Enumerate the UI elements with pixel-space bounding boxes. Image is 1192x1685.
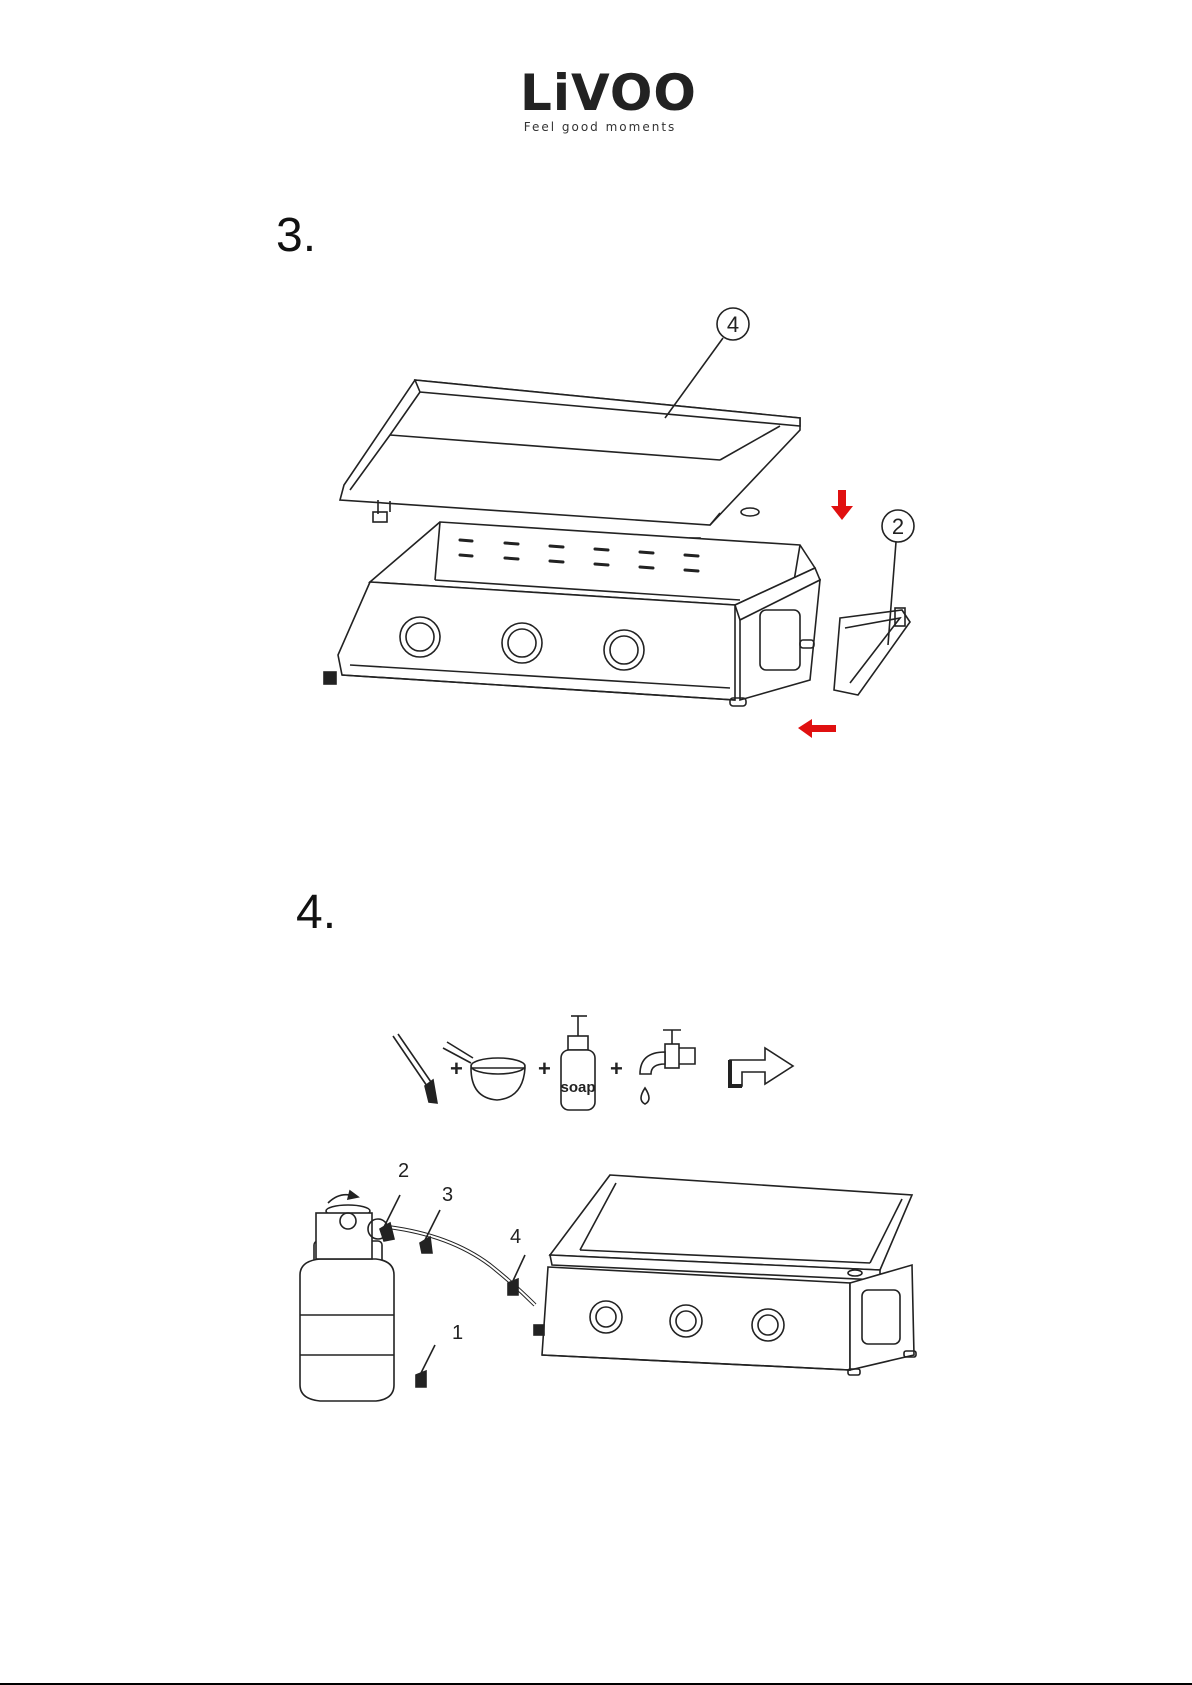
grill-body xyxy=(324,522,820,706)
arrow-left-icon xyxy=(798,719,836,738)
logo-tagline: Feel good moments xyxy=(520,120,680,134)
faucet-icon xyxy=(640,1030,695,1104)
svg-text:2: 2 xyxy=(892,514,904,539)
leak-test-supplies: + + soap + xyxy=(385,1008,805,1118)
callout-3: 3 xyxy=(442,1184,453,1206)
brush-icon xyxy=(508,1255,525,1295)
brush-icon xyxy=(393,1034,437,1103)
step-4-leak-test-figure: 2 3 4 1 xyxy=(280,1155,920,1405)
soap-bottle-icon: soap xyxy=(560,1016,595,1110)
grease-tray xyxy=(834,608,910,695)
callout-1: 1 xyxy=(452,1322,463,1344)
svg-text:4: 4 xyxy=(727,312,739,337)
logo-wordmark: LiVOO xyxy=(520,68,680,118)
step-4-number: 4. xyxy=(296,885,336,940)
callout-4: 4 xyxy=(510,1226,521,1248)
callout-2: 2 xyxy=(398,1160,409,1182)
gas-bottle xyxy=(300,1191,394,1401)
brush-icon xyxy=(420,1210,440,1253)
soap-label: soap xyxy=(560,1079,595,1096)
griddle-plate xyxy=(340,380,800,550)
svg-text:+: + xyxy=(610,1056,623,1081)
brush-icon xyxy=(416,1345,435,1387)
arrow-down-icon xyxy=(831,490,853,520)
brand-logo: LiVOO Feel good moments xyxy=(520,68,680,134)
callout-4: 4 xyxy=(665,308,749,418)
brush-icon xyxy=(380,1195,400,1241)
step-3-number: 3. xyxy=(276,208,316,263)
svg-text:+: + xyxy=(538,1056,551,1081)
grill-assembled xyxy=(534,1175,916,1375)
arrow-right-outline-icon xyxy=(730,1048,793,1086)
step-3-figure: 4 2 xyxy=(310,300,930,760)
svg-text:+: + xyxy=(450,1056,463,1081)
